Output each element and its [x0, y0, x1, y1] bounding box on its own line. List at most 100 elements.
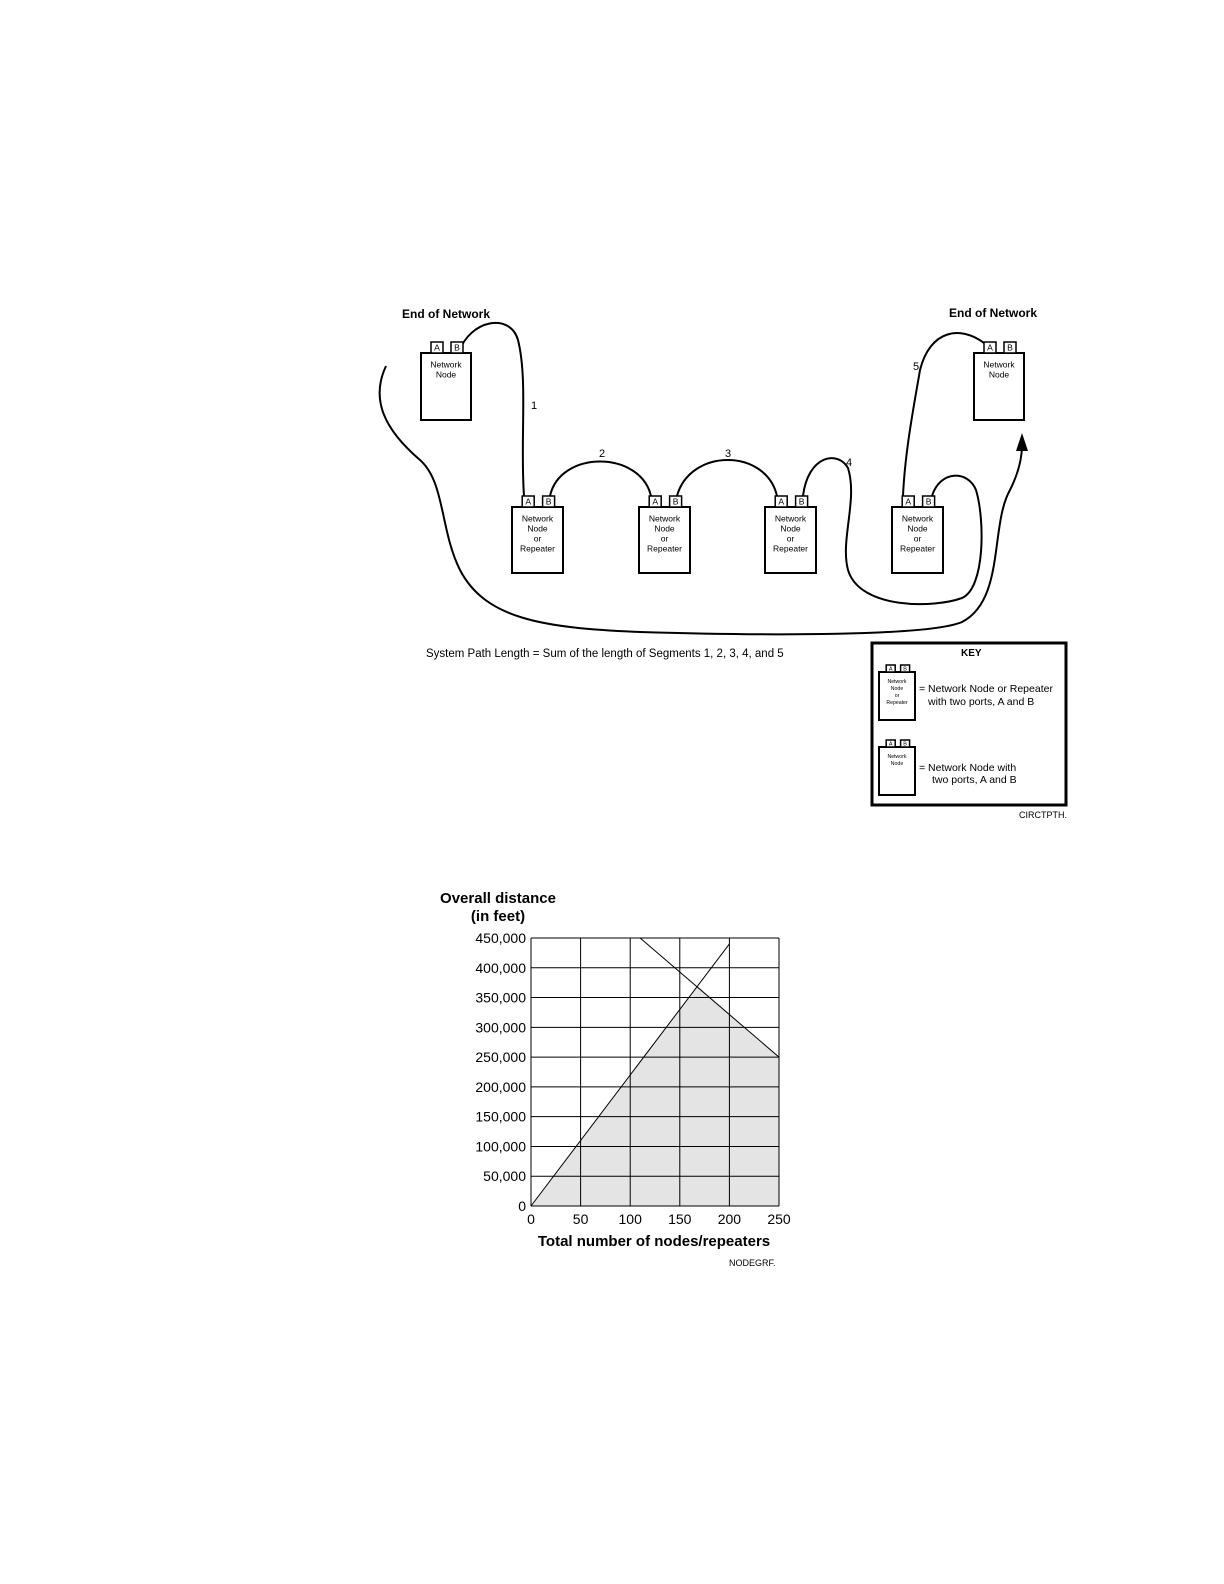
port-b-label: B [903, 741, 907, 747]
device-label-line: Repeater [900, 544, 935, 554]
device-label-line: Network [775, 514, 807, 524]
chart-figure-id: NODEGRF. [729, 1258, 776, 1268]
device-body [973, 352, 1025, 421]
port-a [885, 739, 896, 748]
segment-label-3: 3 [725, 448, 731, 460]
port-a-label: A [778, 497, 784, 507]
device-label-line: Node [891, 686, 904, 692]
key-repeater-desc-2: with two ports, A and B [927, 696, 1034, 708]
diagram-figure-id: CIRCTPTH. [1019, 810, 1067, 820]
y-tick-label: 0 [518, 1198, 526, 1214]
device-label-line: Network [430, 360, 462, 370]
device-body [891, 506, 944, 574]
device-label-line: Repeater [886, 700, 908, 706]
x-tick-label: 250 [767, 1211, 791, 1227]
x-tick-label: 150 [668, 1211, 692, 1227]
device-body [764, 506, 817, 574]
y-tick-label: 250,000 [475, 1049, 526, 1065]
x-tick-label: 100 [619, 1211, 643, 1227]
y-tick-label: 450,000 [475, 930, 526, 946]
port-b [921, 495, 936, 508]
port-b [450, 341, 464, 354]
segment-label-2: 2 [599, 448, 605, 460]
x-tick-label: 50 [573, 1211, 589, 1227]
port-a-label: A [889, 666, 893, 672]
device-label-line: Node [780, 524, 801, 534]
device-label-line: Network [983, 360, 1015, 370]
device-label-line: Node [436, 370, 457, 380]
x-tick-label: 0 [527, 1211, 535, 1227]
port-b [668, 495, 683, 508]
port-a [521, 495, 535, 508]
cable-segment-4 [802, 457, 983, 606]
port-b-label: B [903, 666, 907, 672]
return-arrowhead [1016, 433, 1028, 451]
shaded-region [531, 985, 779, 1206]
device-label-line: or [661, 534, 669, 544]
y-tick-label: 200,000 [475, 1079, 526, 1095]
port-a [983, 341, 997, 354]
series-line-2 [639, 937, 780, 1058]
device-label-line: Node [654, 524, 675, 534]
y-tick-label: 300,000 [475, 1019, 526, 1035]
chart-title-units: (in feet) [471, 908, 525, 925]
port-b [899, 664, 911, 673]
device-label-line: or [895, 693, 900, 699]
cable-segment-1 [458, 322, 525, 497]
device-label-line: Node [989, 370, 1010, 380]
end-of-network-left-label: End of Network [402, 307, 490, 321]
key-border [870, 641, 1068, 807]
port-b-label: B [673, 497, 679, 507]
port-b [899, 739, 911, 748]
device-label-line: Node [527, 524, 548, 534]
device-label-line: Repeater [647, 544, 682, 554]
y-tick-label: 50,000 [483, 1168, 526, 1184]
y-tick-label: 100,000 [475, 1138, 526, 1154]
port-a [774, 495, 788, 508]
x-axis-label: Total number of nodes/repeaters [538, 1233, 770, 1250]
key-repeater-desc-1: = Network Node or Repeater [919, 683, 1053, 695]
key-title: KEY [961, 648, 982, 659]
device-label-line: Node [907, 524, 928, 534]
port-a [901, 495, 915, 508]
port-a [648, 495, 662, 508]
x-tick-label: 200 [718, 1211, 742, 1227]
device-label-line: Repeater [773, 544, 808, 554]
device-body [878, 671, 916, 721]
device-label-line: Network [902, 514, 934, 524]
port-a-label: A [525, 497, 531, 507]
device-label-line: Network [649, 514, 681, 524]
port-b-label: B [1007, 343, 1013, 353]
device-label-line: Network [522, 514, 554, 524]
port-b-label: B [454, 343, 460, 353]
device-label-line: Repeater [520, 544, 555, 554]
device-label-line: Node [891, 761, 904, 767]
device-label-line: or [787, 534, 795, 544]
cable-segment-3 [676, 459, 778, 497]
segment-label-4: 4 [846, 457, 852, 469]
cable-segment-5 [902, 332, 985, 497]
device-body [878, 746, 916, 796]
port-b-label: B [799, 497, 805, 507]
network-diagram [378, 322, 1023, 636]
device-label-line: or [914, 534, 922, 544]
segment-label-5: 5 [913, 361, 919, 373]
y-tick-label: 400,000 [475, 960, 526, 976]
port-b-label: B [926, 497, 932, 507]
key-node-desc-2: two ports, A and B [932, 774, 1017, 786]
cable-return-path [378, 365, 1023, 636]
device-label-line: or [534, 534, 542, 544]
port-a-label: A [652, 497, 658, 507]
device-label-line: Network [887, 754, 906, 760]
port-a-label: A [889, 741, 893, 747]
port-b [1003, 341, 1017, 354]
